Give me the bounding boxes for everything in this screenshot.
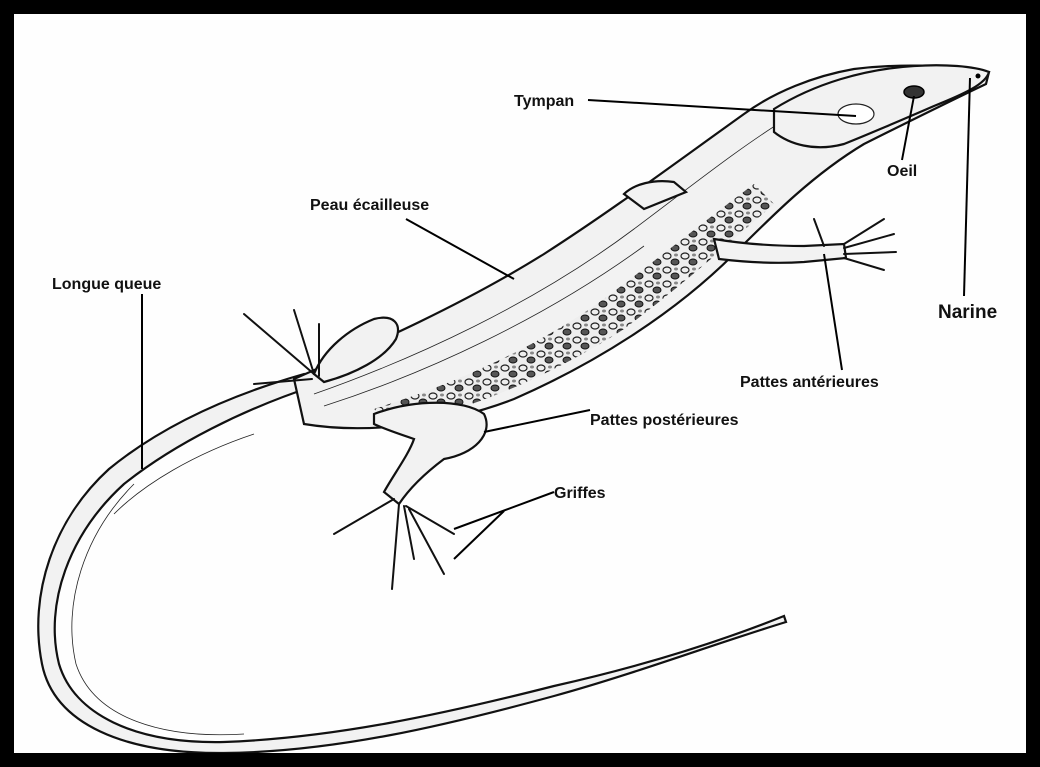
diagram-canvas: Tympan Oeil Narine Peau écailleuse Longu… xyxy=(14,14,1026,753)
leader-peau xyxy=(406,219,514,279)
leader-narine xyxy=(964,78,970,296)
leader-pattes-ant xyxy=(824,254,842,370)
hind-leg-near xyxy=(334,403,487,589)
label-oeil: Oeil xyxy=(887,163,917,180)
leader-griffes-2 xyxy=(454,511,504,559)
leader-griffes-1 xyxy=(454,492,554,529)
label-pattes-ant: Pattes antérieures xyxy=(740,374,879,391)
nostril-icon xyxy=(976,74,981,79)
label-queue: Longue queue xyxy=(52,276,161,293)
lizard-diagram: Tympan Oeil Narine Peau écailleuse Longu… xyxy=(14,14,1026,753)
label-peau: Peau écailleuse xyxy=(310,197,429,214)
leader-pattes-post xyxy=(484,410,590,432)
label-tympan: Tympan xyxy=(514,93,574,110)
eardrum-icon xyxy=(838,104,874,124)
label-pattes-post: Pattes postérieures xyxy=(590,412,739,429)
label-griffes: Griffes xyxy=(554,485,606,502)
label-narine: Narine xyxy=(938,302,997,323)
